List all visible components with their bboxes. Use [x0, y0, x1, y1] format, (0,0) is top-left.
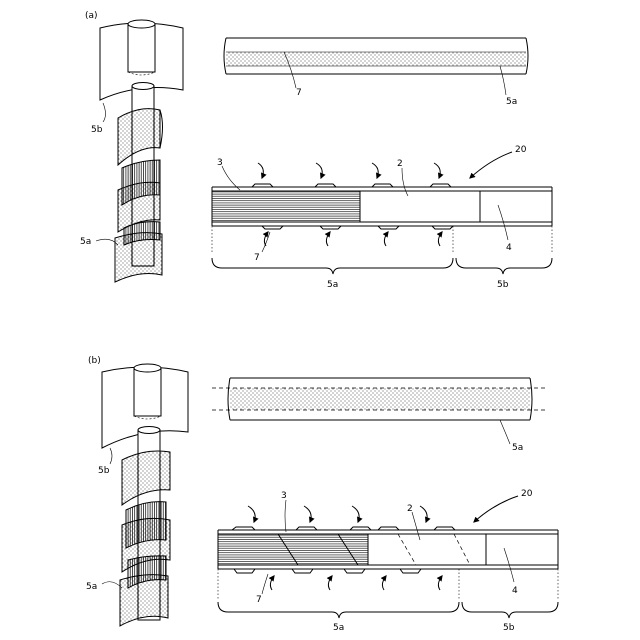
- panel-b-flat-strip: 5a: [212, 378, 546, 453]
- panel-a-label-2: 2: [397, 159, 403, 169]
- panel-a-brace-5b: 5b: [497, 280, 509, 290]
- panel-b-cylinder-assembly: 5b 5a: [86, 364, 188, 626]
- panel-b-label: (b): [88, 356, 101, 366]
- panel-b-brace-5b: 5b: [503, 623, 515, 633]
- panel-a-label-5a-cyl: 5a: [80, 237, 91, 247]
- panel-b-brace-5a: 5a: [333, 623, 344, 633]
- panel-a-label-20: 20: [515, 145, 527, 155]
- panel-a-inner-rod-top: [128, 24, 155, 72]
- panel-a-flat-strip: 7 5a: [224, 38, 528, 107]
- panel-a-label: (a): [85, 11, 98, 21]
- panel-a-label-5a-strip: 5a: [506, 97, 517, 107]
- panel-b-label-3: 3: [281, 491, 287, 501]
- panel-a-brace-5a: 5a: [327, 280, 338, 290]
- panel-b-label-2: 2: [407, 504, 413, 514]
- panel-a-label-7: 7: [254, 253, 260, 263]
- panel-b-label-5a-strip: 5a: [512, 443, 523, 453]
- panel-a-label-7-strip: 7: [296, 88, 302, 98]
- panel-a-label-3: 3: [217, 158, 223, 168]
- panel-a-tube-5a: [115, 233, 162, 282]
- panel-b-label-4: 4: [512, 586, 518, 596]
- panel-b-label-5b: 5b: [98, 466, 110, 476]
- panel-b-label-20: 20: [521, 489, 533, 499]
- panel-b-label-5a-cyl: 5a: [86, 582, 97, 592]
- panel-b-label-7: 7: [256, 595, 262, 605]
- panel-a-cross-section: 3 2 20 4 7 5a 5b: [212, 145, 552, 290]
- panel-a-label-4: 4: [506, 243, 512, 253]
- panel-a-cylinder-assembly: 5b 5a: [80, 20, 183, 282]
- panel-b-cross-section: 3 2 20 4 7 5a 5b: [218, 489, 558, 633]
- panel-a-label-5b: 5b: [91, 125, 103, 135]
